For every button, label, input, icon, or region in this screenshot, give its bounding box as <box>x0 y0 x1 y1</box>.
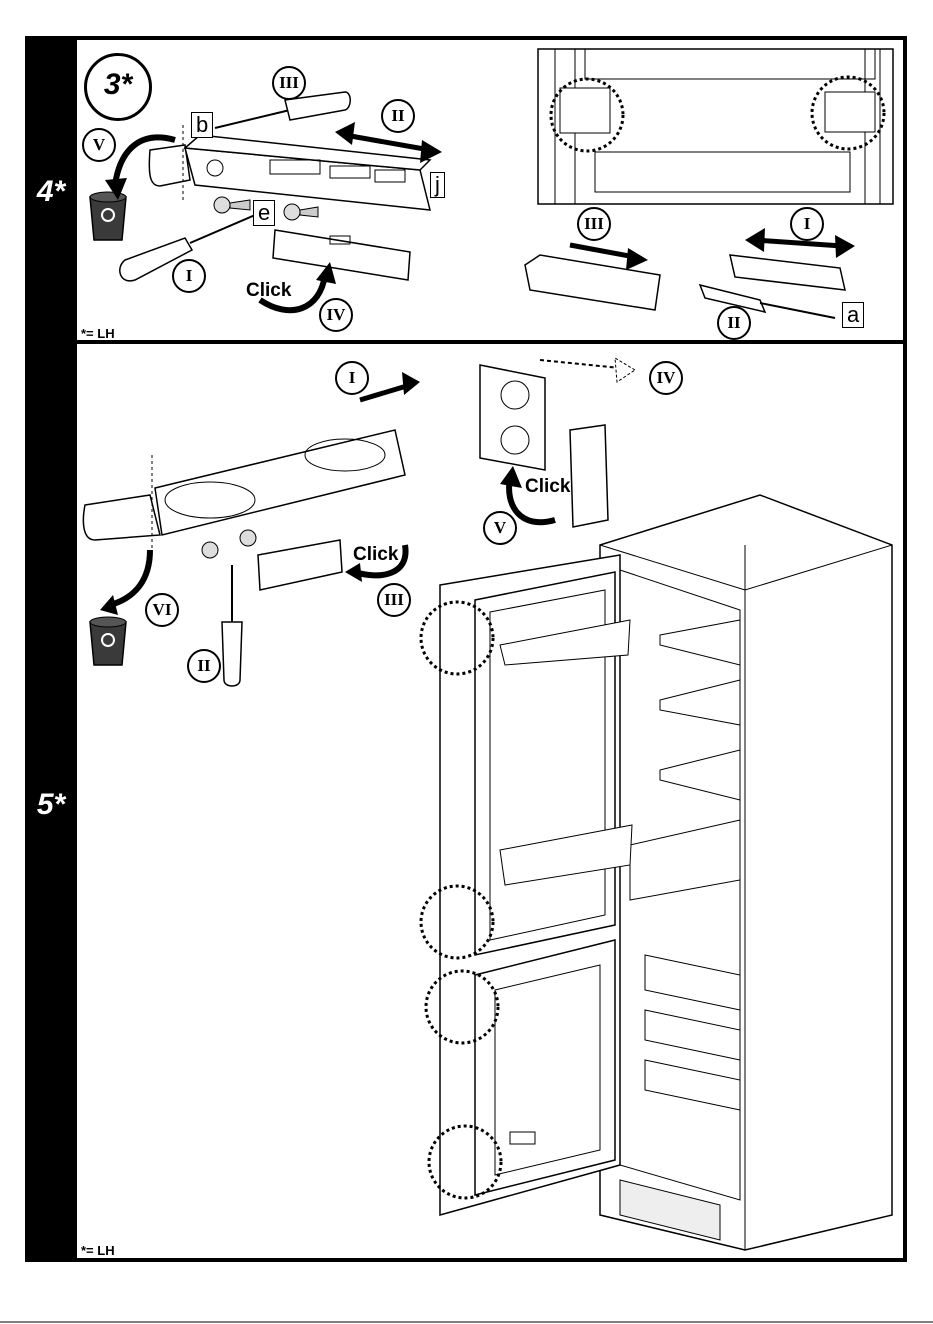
numeral-i: I <box>790 207 824 241</box>
hinge <box>480 365 545 470</box>
screw-icon <box>202 530 256 558</box>
screwdriver-icon <box>222 565 242 686</box>
numeral-vi: VI <box>145 593 179 627</box>
numeral-iii: III <box>577 207 611 241</box>
numeral-ii: II <box>381 99 415 133</box>
hinge <box>700 255 845 318</box>
hinge-cover-icon <box>273 230 410 280</box>
numeral-iv: IV <box>319 298 353 332</box>
recycle-bin-icon <box>90 617 126 665</box>
numeral-iv: IV <box>649 361 683 395</box>
label-b: b <box>191 112 213 138</box>
numeral-i: I <box>172 259 206 293</box>
step-number-5: 5* <box>26 788 76 822</box>
refrigerator-icon <box>421 495 892 1250</box>
label-j: j <box>430 172 445 198</box>
numeral-v: V <box>483 511 517 545</box>
label-e: e <box>253 200 275 226</box>
step-badge-3: 3* <box>84 53 152 121</box>
recycle-bin-icon <box>90 192 126 240</box>
step-number-4: 4* <box>26 175 76 209</box>
numeral-iii: III <box>272 66 306 100</box>
numeral-iii: III <box>377 583 411 617</box>
numeral-i: I <box>335 361 369 395</box>
numeral-ii: II <box>187 649 221 683</box>
numeral-v: V <box>82 128 116 162</box>
click-label: Click <box>246 280 291 302</box>
footnote-lh: *= LH <box>81 326 115 341</box>
fridge-detail <box>538 49 893 204</box>
label-a: a <box>842 302 864 328</box>
click-label: Click <box>353 544 398 566</box>
footnote-lh: *= LH <box>81 1243 115 1258</box>
click-label: Click <box>525 476 570 498</box>
hinge-cover-icon <box>155 430 405 535</box>
numeral-ii: II <box>717 306 751 340</box>
